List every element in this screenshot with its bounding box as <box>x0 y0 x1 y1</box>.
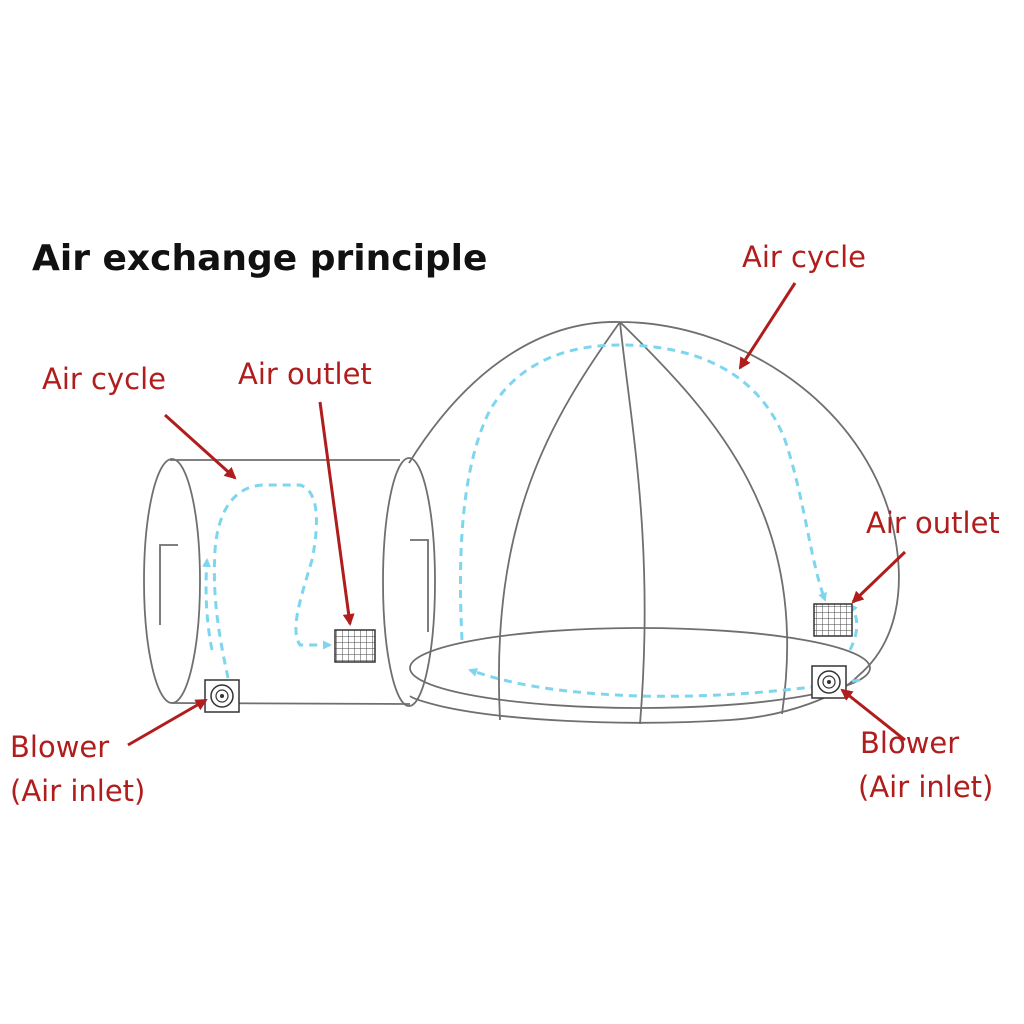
arrow-left-air-outlet <box>318 401 355 626</box>
tunnel-back-rim <box>143 458 201 704</box>
dome-outline <box>408 321 900 724</box>
pointer-arrows <box>127 282 907 747</box>
airflow-tunnel <box>202 483 332 679</box>
label-left-air-outlet: Air outlet <box>238 357 372 391</box>
dome-body <box>408 321 900 725</box>
tunnel-body <box>143 457 436 707</box>
fan-icon <box>811 665 847 699</box>
grid-vent-icon <box>813 603 853 637</box>
label-left-blower: Blower <box>10 730 110 764</box>
label-right-air-inlet: (Air inlet) <box>858 770 994 804</box>
label-right-air-cycle: Air cycle <box>742 240 866 274</box>
tunnel-front-rim <box>382 457 436 707</box>
diagram-title: Air exchange principle <box>32 238 488 279</box>
arrow-right-air-outlet <box>851 550 907 604</box>
label-right-air-outlet: Air outlet <box>866 506 1000 540</box>
arrow-right-air-cycle <box>738 282 797 370</box>
airflow-dome <box>458 343 861 698</box>
label-left-air-inlet: (Air inlet) <box>10 774 146 808</box>
arrow-left-blower <box>127 698 208 747</box>
arrow-left-air-cycle <box>163 413 237 480</box>
fan-icon <box>204 679 240 713</box>
label-left-air-cycle: Air cycle <box>42 362 166 396</box>
dome-door-opening <box>409 627 871 709</box>
grid-vent-icon <box>334 629 376 663</box>
label-right-blower: Blower <box>860 726 960 760</box>
arrow-right-blower <box>840 688 906 742</box>
